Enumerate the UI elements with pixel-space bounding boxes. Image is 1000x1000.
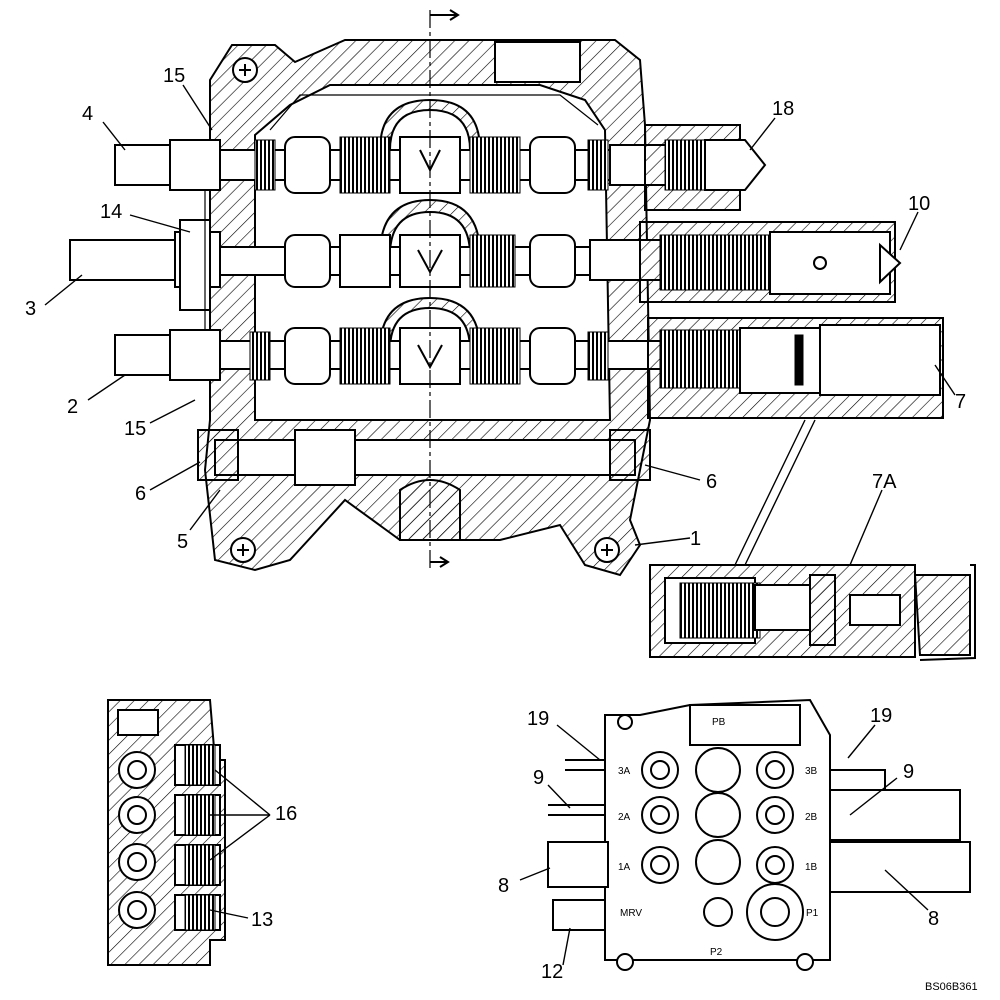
callout-14: 14	[100, 201, 122, 223]
plug-right	[609, 429, 651, 481]
top-port	[494, 41, 581, 83]
side-port-1	[118, 751, 156, 789]
side-port-2	[118, 796, 156, 834]
spring-cap-18	[644, 124, 767, 211]
callout-8-right: 8	[928, 908, 939, 930]
drawing-code: BS06B361	[925, 981, 978, 993]
port-label-2b: 2B	[805, 812, 818, 823]
port-label-mrv: MRV	[620, 908, 642, 919]
pb-port	[689, 704, 801, 746]
detail-7a	[649, 564, 976, 661]
callout-19-right: 19	[870, 705, 892, 727]
port-p1	[746, 883, 804, 941]
port-label-p2: P2	[710, 947, 723, 958]
lower-rod	[214, 439, 636, 476]
front-view	[547, 698, 971, 971]
callout-2: 2	[67, 396, 78, 418]
section-arrow-top	[430, 9, 460, 21]
leader-lines	[44, 84, 956, 966]
port-label-2a: 2A	[618, 812, 631, 823]
port-labels: PB 3A 3B 2A 2B 1A 1B MRV P1 P2	[618, 717, 819, 958]
callout-9-right: 9	[903, 761, 914, 783]
callout-3: 3	[25, 298, 36, 320]
plug-left	[197, 429, 239, 481]
callout-labels: 15 4 14 3 2 15 6 5 6 1 18 10 7 7A 16 13 …	[25, 65, 966, 983]
port-label-pb: PB	[712, 717, 726, 728]
port-3b	[756, 751, 794, 789]
callout-12: 12	[541, 961, 563, 983]
callout-10: 10	[908, 193, 930, 215]
port-1a	[641, 846, 679, 884]
center-check-3	[417, 344, 443, 370]
port-2a	[641, 796, 679, 834]
callout-15-bottom: 15	[124, 418, 146, 440]
callout-18: 18	[772, 98, 794, 120]
spool-2	[114, 327, 701, 385]
port-label-p1: P1	[806, 908, 819, 919]
port-label-1a: 1A	[618, 862, 631, 873]
callout-8-left: 8	[498, 875, 509, 897]
callout-6-right: 6	[706, 471, 717, 493]
port-p2	[703, 897, 733, 927]
callout-13: 13	[251, 909, 273, 931]
spool-3	[69, 231, 696, 288]
callout-15-top: 15	[163, 65, 185, 87]
callout-1: 1	[690, 528, 701, 550]
port-2b	[756, 796, 794, 834]
section-arrow-bottom	[430, 556, 450, 568]
detent-cap-7	[647, 317, 944, 419]
side-port-3	[118, 843, 156, 881]
callout-5: 5	[177, 531, 188, 553]
port-1b	[756, 846, 794, 884]
callout-16: 16	[275, 803, 297, 825]
main-valve-section	[69, 9, 944, 577]
callout-6-left: 6	[135, 483, 146, 505]
bottom-port	[399, 479, 461, 541]
detail-7a-end	[913, 574, 971, 656]
callout-7a: 7A	[872, 471, 897, 493]
callout-9-left: 9	[533, 767, 544, 789]
spool-4	[114, 136, 686, 194]
callout-4: 4	[82, 103, 93, 125]
side-view	[107, 699, 226, 966]
side-port-4	[118, 891, 156, 929]
callout-7: 7	[955, 391, 966, 413]
port-label-1b: 1B	[805, 862, 818, 873]
port-label-3a: 3A	[618, 766, 631, 777]
callout-19-left: 19	[527, 708, 549, 730]
detent-cap-10	[639, 221, 902, 303]
port-label-3b: 3B	[805, 766, 818, 777]
port-3a	[641, 751, 679, 789]
